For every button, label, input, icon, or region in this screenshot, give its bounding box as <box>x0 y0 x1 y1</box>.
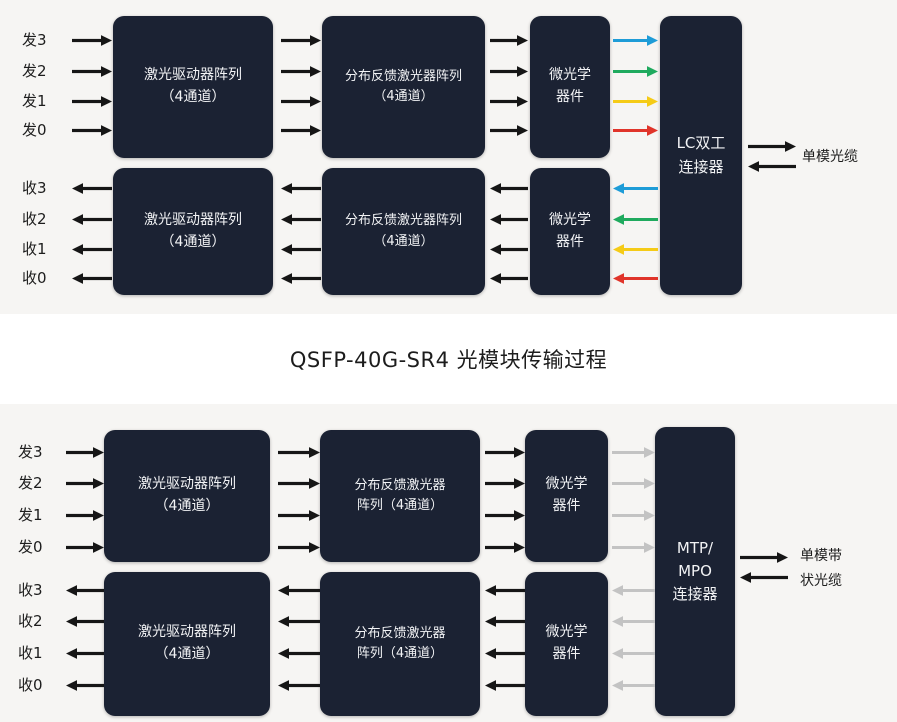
port-label-rx-0: 收3 <box>22 179 47 197</box>
port-label-tx-0: 发3 <box>22 31 47 49</box>
bottom-diagram-panel: 激光驱动器阵列（4通道）激光驱动器阵列（4通道）分布反馈激光器阵列（4通道）分布… <box>0 404 897 722</box>
block-micro-optics-tx: 微光学器件 <box>530 16 610 158</box>
block-driver-array-rx: 激光驱动器阵列 （4通道） <box>104 572 270 716</box>
port-label-tx-1: 发2 <box>18 474 43 492</box>
block-lc-duplex-connector: LC双工连接器 <box>660 16 742 295</box>
label-fiber-cable-line-1: 单模带 <box>800 548 842 564</box>
block-micro-optics-rx: 微光学器件 <box>530 168 610 295</box>
port-label-rx-2: 收1 <box>18 644 43 662</box>
block-micro-optics-tx-line-2: 器件 <box>556 89 584 105</box>
top-diagram-panel: 激光驱动器阵列（4通道）激光驱动器阵列（4通道）分布反馈激光器阵列（4通道）分布… <box>0 0 897 314</box>
block-driver-array-tx: 激光驱动器阵列 （4通道） <box>113 16 273 158</box>
block-micro-optics-tx-line-1: 微光学 <box>545 476 588 493</box>
block-driver-array-rx-line-1: 激光驱动器阵列 <box>144 211 242 228</box>
block-dfb-laser-array-rx: 分布反馈激光器阵列 （4通道） <box>322 168 485 295</box>
block-dfb-laser-array-tx: 分布反馈激光器阵列（4通道） <box>320 430 480 562</box>
block-micro-optics-rx-line-2: 器件 <box>552 646 581 662</box>
block-driver-array-tx-line-2: （4通道） <box>154 498 220 514</box>
port-label-tx-2: 发1 <box>22 92 47 110</box>
block-dfb-laser-array-rx-line-2: （4通道） <box>373 233 434 249</box>
block-micro-optics-rx-line-2: 器件 <box>556 233 584 250</box>
port-label-tx-3: 发0 <box>22 121 47 139</box>
block-driver-array-rx-line-2: （4通道） <box>154 646 220 662</box>
label-fiber-cable: 单模带状光缆 <box>800 544 842 593</box>
port-label-rx-2: 收1 <box>22 240 47 258</box>
port-label-rx-3: 收0 <box>18 676 43 694</box>
block-micro-optics-rx: 微光学器件 <box>525 572 608 716</box>
block-lc-duplex-connector-line-1: LC双工 <box>676 134 726 153</box>
port-label-tx-2: 发1 <box>18 506 43 524</box>
port-label-tx-0: 发3 <box>18 443 43 461</box>
block-mtp-mpo-connector-line-3: 连接器 <box>672 585 718 604</box>
block-mtp-mpo-connector-line-1: MTP/ <box>676 538 714 557</box>
diagram-title-band: QSFP-40G-SR4 光模块传输过程 <box>0 314 897 404</box>
port-label-rx-0: 收3 <box>18 581 43 599</box>
label-fiber-cable-line-1: 单模光缆 <box>802 149 858 165</box>
label-fiber-cable: 单模光缆 <box>802 145 858 170</box>
port-label-rx-1: 收2 <box>18 612 43 630</box>
block-driver-array-rx: 激光驱动器阵列 （4通道） <box>113 168 273 295</box>
block-dfb-laser-array-tx-line-2: （4通道） <box>373 89 434 104</box>
block-micro-optics-rx-line-1: 微光学 <box>545 624 588 641</box>
block-driver-array-tx-line-1: 激光驱动器阵列 <box>138 476 236 493</box>
block-mtp-mpo-connector-line-2: MPO <box>678 561 712 580</box>
block-micro-optics-rx-line-1: 微光学 <box>549 211 591 228</box>
block-driver-array-tx: 激光驱动器阵列 （4通道） <box>104 430 270 562</box>
block-dfb-laser-array-rx-line-1: 分布反馈激光器阵列 <box>344 213 462 229</box>
block-dfb-laser-array-tx: 分布反馈激光器阵列 （4通道） <box>322 16 485 158</box>
block-micro-optics-tx: 微光学器件 <box>525 430 608 562</box>
block-driver-array-tx-line-2: （4通道） <box>160 89 226 105</box>
port-label-rx-1: 收2 <box>22 210 47 228</box>
block-driver-array-rx-line-2: （4通道） <box>160 233 226 250</box>
block-dfb-laser-array-tx-line-2: 阵列（4通道） <box>356 498 444 513</box>
block-micro-optics-tx-line-2: 器件 <box>552 498 581 514</box>
block-micro-optics-tx-line-1: 微光学 <box>549 67 591 84</box>
page-title: QSFP-40G-SR4 光模块传输过程 <box>289 348 608 372</box>
block-lc-duplex-connector-line-2: 连接器 <box>678 157 724 176</box>
port-label-tx-1: 发2 <box>22 62 47 80</box>
port-label-rx-3: 收0 <box>22 269 47 287</box>
block-dfb-laser-array-tx-line-1: 分布反馈激光器阵列 <box>344 68 462 84</box>
block-dfb-laser-array-rx-line-1: 分布反馈激光器 <box>354 625 446 641</box>
block-dfb-laser-array-rx: 分布反馈激光器阵列（4通道） <box>320 572 480 716</box>
label-fiber-cable-line-2: 状光缆 <box>800 572 842 589</box>
block-driver-array-tx-line-1: 激光驱动器阵列 <box>144 67 242 84</box>
block-dfb-laser-array-tx-line-1: 分布反馈激光器 <box>354 477 446 493</box>
block-driver-array-rx-line-1: 激光驱动器阵列 <box>138 624 236 641</box>
block-mtp-mpo-connector: MTP/MPO 连接器 <box>655 427 735 716</box>
port-label-tx-3: 发0 <box>18 538 43 556</box>
block-dfb-laser-array-rx-line-2: 阵列（4通道） <box>356 646 444 661</box>
